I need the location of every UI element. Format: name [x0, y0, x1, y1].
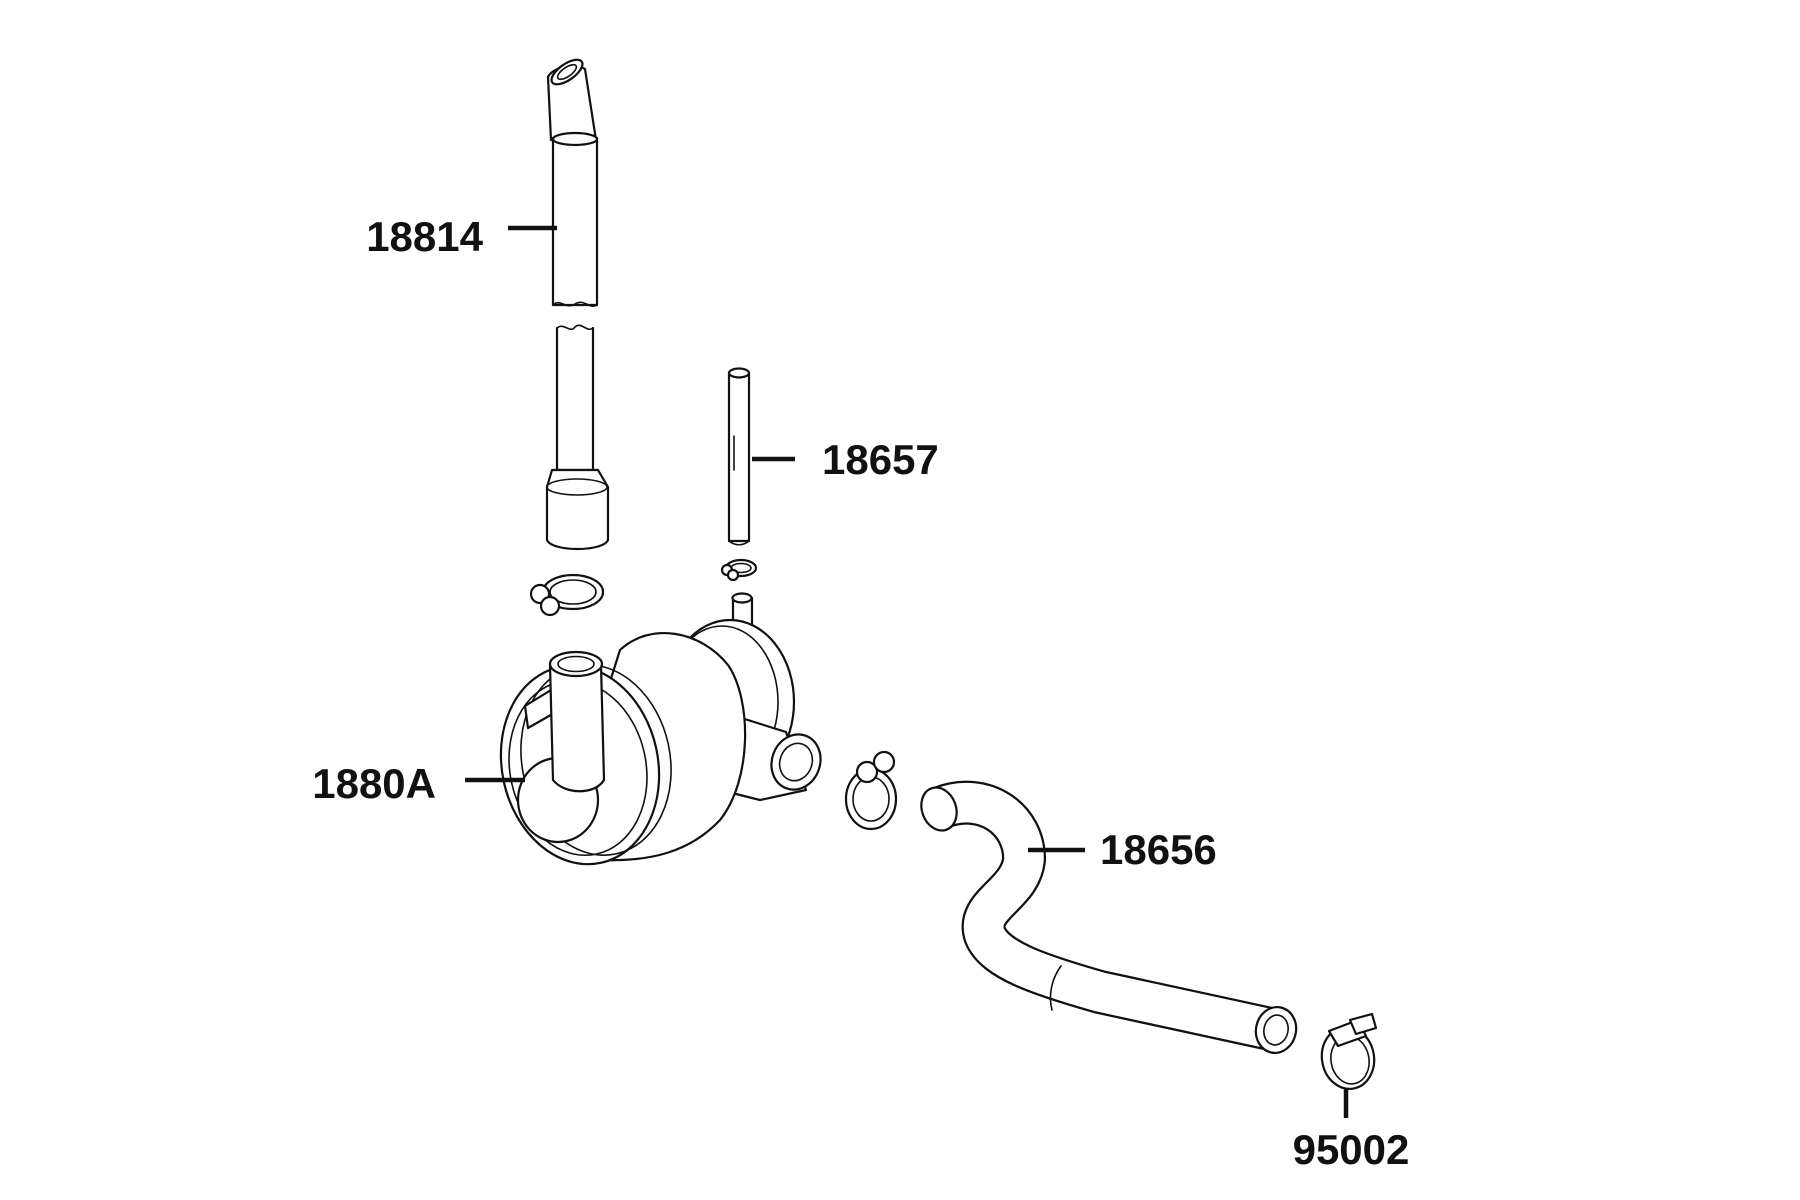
seal-ring-upper [529, 573, 605, 617]
part-number-18657: 18657 [822, 436, 939, 483]
hose-clamp [1320, 1012, 1378, 1090]
fuel-hose [920, 780, 1298, 1054]
vent-tube [727, 367, 751, 546]
part-number-18656: 18656 [1100, 826, 1217, 873]
part-number-1880A: 1880A [312, 760, 436, 807]
part-number-18814: 18814 [366, 213, 483, 260]
small-clip [720, 558, 758, 582]
part-number-95002: 95002 [1293, 1126, 1410, 1173]
pickup-pipe-lower [545, 324, 610, 550]
fuel-cock-body [499, 592, 822, 866]
outlet-clip [844, 750, 898, 831]
pickup-pipe-upper [546, 58, 599, 307]
